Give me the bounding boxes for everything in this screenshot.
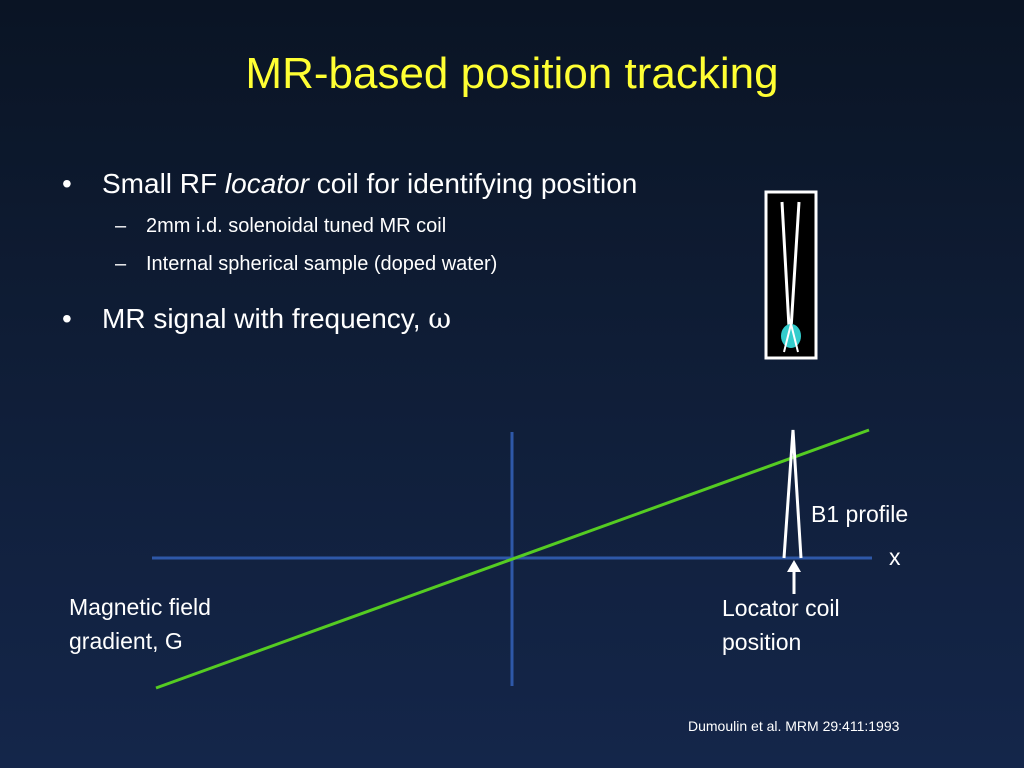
locator-arrow-head bbox=[787, 560, 801, 572]
locator-position-label: Locator coil position bbox=[722, 591, 840, 659]
citation: Dumoulin et al. MRM 29:411:1993 bbox=[688, 718, 900, 734]
slide-title: MR-based position tracking bbox=[245, 49, 779, 98]
sub-bullet-sample: –Internal spherical sample (doped water) bbox=[115, 254, 497, 274]
bullet-text: MR signal with frequency, bbox=[102, 303, 429, 334]
x-axis-label: x bbox=[889, 544, 901, 570]
sub-bullet-text: Internal spherical sample (doped water) bbox=[146, 253, 498, 275]
locator-label-line2: position bbox=[722, 629, 802, 655]
locator-coil-icon bbox=[764, 190, 818, 360]
bullet-text-italic: locator bbox=[224, 168, 309, 199]
locator-label-line1: Locator coil bbox=[722, 595, 840, 621]
bullet-text-after: coil for identifying position bbox=[308, 168, 638, 199]
bullet-locator-coil: • Small RF locator coil for identifying p… bbox=[62, 170, 637, 198]
gradient-label: Magnetic field gradient, G bbox=[69, 590, 211, 658]
gradient-label-line2: gradient, G bbox=[69, 628, 183, 654]
bullet-text-before: Small RF bbox=[102, 168, 225, 199]
b1-profile-label: B1 profile bbox=[811, 501, 909, 527]
omega-symbol: ω bbox=[428, 302, 452, 335]
sub-bullet-marker: – bbox=[115, 253, 127, 275]
coil-winding bbox=[783, 323, 799, 353]
bullet-mr-signal: • MR signal with frequency, ω bbox=[62, 305, 451, 333]
gradient-label-line1: Magnetic field bbox=[69, 594, 211, 620]
bullet-marker: • bbox=[62, 168, 72, 199]
sub-bullet-coil-size: –2mm i.d. solenoidal tuned MR coil bbox=[115, 216, 446, 236]
gradient-line bbox=[155, 428, 870, 690]
bullet-marker: • bbox=[62, 303, 72, 334]
sub-bullet-text: 2mm i.d. solenoidal tuned MR coil bbox=[146, 215, 447, 237]
b1-profile-peak bbox=[782, 429, 803, 559]
sub-bullet-marker: – bbox=[115, 215, 127, 237]
